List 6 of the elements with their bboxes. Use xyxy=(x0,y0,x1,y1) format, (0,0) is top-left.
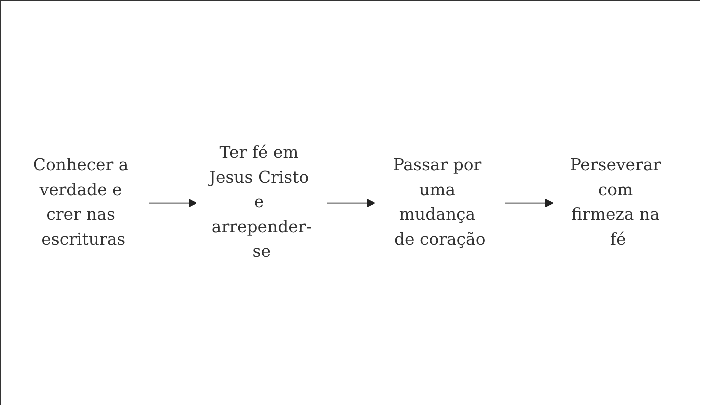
arrow xyxy=(504,198,554,208)
node-text: Passar por uma mudança de coração xyxy=(392,156,486,250)
arrow xyxy=(326,198,376,208)
node-text: Conhecer a verdade e crer nas escrituras xyxy=(32,156,128,250)
arrow xyxy=(148,198,197,208)
node-text: Perseverar com firmeza na fé xyxy=(570,156,661,250)
